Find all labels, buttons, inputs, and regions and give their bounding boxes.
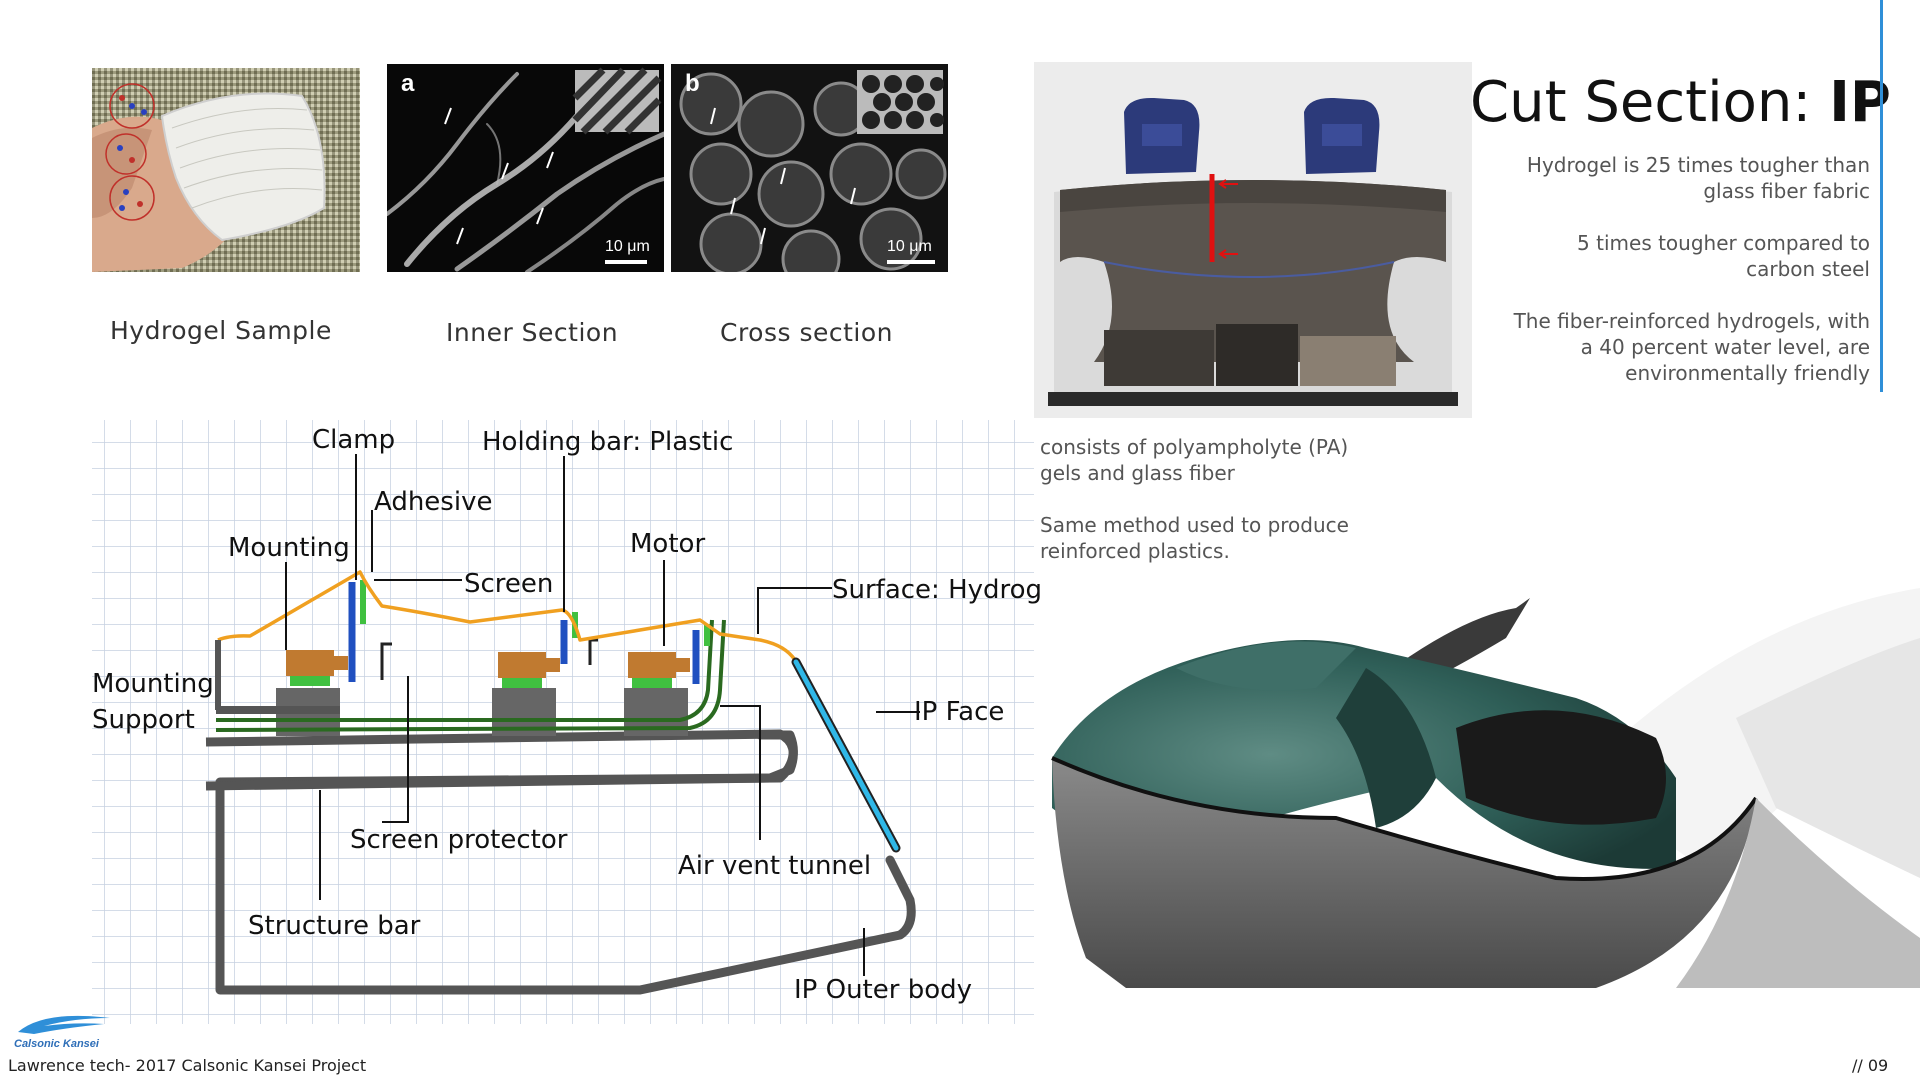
label-structure-bar: Structure bar xyxy=(248,911,421,941)
accent-bar xyxy=(1880,0,1883,392)
description-text: gels and glass fiber xyxy=(1040,461,1235,485)
fact-text: 5 times tougher compared to xyxy=(1577,231,1870,255)
label-screen-protector: Screen protector xyxy=(350,825,568,855)
fact-toughness-steel: 5 times tougher compared to carbon steel xyxy=(1470,230,1870,282)
cut-section-render xyxy=(1034,62,1472,418)
label-mounting: Mounting xyxy=(228,533,350,563)
brand-name: Calsonic Kansei xyxy=(14,1038,99,1050)
label-adhesive: Adhesive xyxy=(374,487,492,517)
ip-face-line xyxy=(793,659,899,851)
fact-environment: The fiber-reinforced hydrogels, with a 4… xyxy=(1470,308,1870,386)
leader-lines xyxy=(285,454,920,976)
label-mounting-support: Support xyxy=(92,705,195,735)
label-ip-outer-body: IP Outer body xyxy=(794,975,972,1005)
label-air-vent-tunnel: Air vent tunnel xyxy=(678,851,871,881)
panel-letter-b: b xyxy=(685,70,700,97)
description-text: Same method used to produce xyxy=(1040,513,1349,537)
scale-bar-label: 10 μm xyxy=(887,238,932,255)
page-number: // 09 xyxy=(1852,1056,1889,1075)
hydrogel-sample-photo xyxy=(92,68,360,272)
panel-letter-a: a xyxy=(401,70,415,97)
fact-text: The fiber-reinforced hydrogels, with xyxy=(1513,309,1870,333)
description-composition: consists of polyampholyte (PA) gels and … xyxy=(1040,434,1460,486)
description-text: consists of polyampholyte (PA) xyxy=(1040,435,1349,459)
label-mounting-support: Mounting xyxy=(92,669,214,699)
description-text: reinforced plastics. xyxy=(1040,539,1230,563)
ip-cross-section-diagram: Clamp Holding bar: Plastic Adhesive Moun… xyxy=(92,420,1040,1024)
fact-text: Hydrogel is 25 times tougher than xyxy=(1526,153,1870,177)
scale-bar-label: 10 μm xyxy=(605,238,650,255)
hydrogel-facts: Hydrogel is 25 times tougher than glass … xyxy=(1470,152,1870,412)
material-description: consists of polyampholyte (PA) gels and … xyxy=(1040,434,1460,590)
fact-text: environmentally friendly xyxy=(1625,361,1870,385)
inner-section-micrograph: a 10 μm xyxy=(387,64,664,272)
label-holding-bar: Holding bar: Plastic xyxy=(482,427,733,457)
hydrogel-sample-label: Hydrogel Sample xyxy=(110,316,332,345)
cross-section-label: Cross section xyxy=(720,318,894,347)
label-screen: Screen xyxy=(464,569,553,599)
calsonic-kansei-logo: Calsonic Kansei xyxy=(14,1012,118,1050)
label-clamp: Clamp xyxy=(312,425,395,455)
title-light: Cut Section: xyxy=(1470,70,1830,135)
project-credit: Lawrence tech- 2017 Calsonic Kansei Proj… xyxy=(8,1056,367,1075)
fact-text: glass fiber fabric xyxy=(1703,179,1870,203)
label-ip-face: IP Face xyxy=(914,697,1004,727)
surface-hydrogel-line xyxy=(217,570,797,662)
fact-text: carbon steel xyxy=(1746,257,1870,281)
air-vent-tunnel-line xyxy=(215,619,726,732)
fact-text: a 40 percent water level, are xyxy=(1580,335,1870,359)
fact-toughness-glass: Hydrogel is 25 times tougher than glass … xyxy=(1470,152,1870,204)
label-surface-hydrogel: Surface: Hydrogel xyxy=(832,575,1040,605)
motor-units xyxy=(286,650,690,688)
cross-section-micrograph: b 10 μm xyxy=(671,64,948,272)
description-method: Same method used to produce reinforced p… xyxy=(1040,512,1460,564)
structure-bar-line xyxy=(205,729,798,791)
inner-section-label: Inner Section xyxy=(446,318,619,347)
label-motor: Motor xyxy=(630,529,705,559)
ip-dashboard-render xyxy=(1036,578,1920,1000)
air-vent-tunnel-line xyxy=(216,619,714,722)
page-title: Cut Section: IP xyxy=(1470,70,1891,135)
